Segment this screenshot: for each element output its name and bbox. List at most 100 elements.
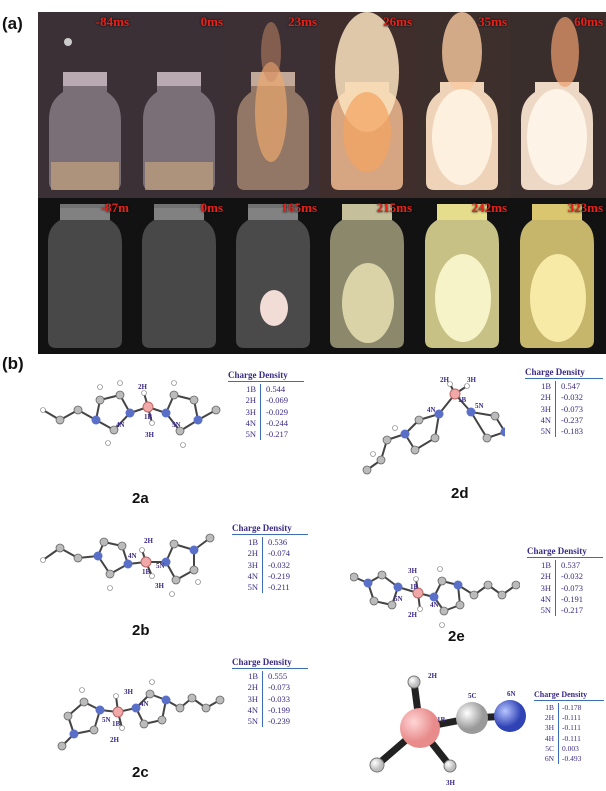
timestamp: 35ms — [478, 14, 507, 29]
atom-label: 3H — [145, 431, 155, 439]
frame-top-2: 0ms — [132, 12, 226, 198]
atom-label: 5N — [102, 716, 111, 724]
molecule-2d-model: 2H 3H 4N 1B 5N — [362, 376, 505, 475]
atom-label: 2H — [408, 611, 418, 619]
frame-bottom-1: -87m — [38, 198, 132, 354]
table-header: Charge Density — [232, 523, 292, 533]
table-row: 4N-0.191 — [540, 593, 583, 604]
table-row: 4N-0.219 — [247, 570, 290, 581]
atom-label: 2H — [110, 736, 120, 744]
frame-top-4: 26ms — [320, 12, 415, 198]
atom-label: 1B — [458, 396, 467, 404]
table-row: 5N-0.239 — [247, 716, 290, 727]
atom-label: 2H — [440, 376, 450, 384]
timestamp: -87m — [100, 200, 129, 215]
table-header: Charge Density — [228, 370, 288, 380]
frame-bottom-6: 323ms — [510, 198, 606, 354]
charge-density-table-bh3cn: Charge Density 1B-0.178 2H-0.111 3H-0.11… — [534, 690, 604, 765]
frame-bottom-3: 165ms — [226, 198, 320, 354]
atom-label: 3H — [124, 688, 134, 696]
atom-label: 5N — [475, 402, 484, 410]
atom-label: 3H — [408, 567, 418, 575]
atom-label: 4N — [116, 421, 125, 429]
table-row: 5N-0.183 — [540, 426, 583, 437]
atom-label: 2H — [138, 383, 148, 391]
timestamp: 242ms — [471, 200, 507, 215]
frame-bottom-5: 242ms — [415, 198, 510, 354]
table-row: 3H-0.033 — [247, 693, 290, 704]
atom-label: 5N — [394, 595, 403, 603]
table-row: 1B-0.178 — [545, 703, 582, 712]
atom-label: 3H — [467, 376, 477, 384]
timestamp: -84ms — [95, 14, 129, 29]
frame-top-6: 60ms — [510, 12, 606, 198]
molecule-2e-model: 3H 5N 1B 4N 2H — [350, 566, 520, 628]
table-row: 5N-0.217 — [245, 429, 288, 440]
atom-label: 1B — [410, 583, 419, 591]
atom-label: 5C — [468, 692, 477, 700]
atom-label: 1B — [144, 413, 153, 421]
molecule-label-2b: 2b — [132, 622, 150, 639]
atom-label: 5N — [156, 562, 165, 570]
table-header: Charge Density — [534, 690, 588, 699]
molecule-label-2a: 2a — [132, 490, 149, 507]
table-row: 2H-0.074 — [247, 548, 290, 559]
molecule-2c-model: 3H 5N 1B 4N 2H — [57, 679, 225, 751]
molecule-label-2d: 2d — [451, 485, 469, 502]
frame-top-3: 23ms — [226, 12, 320, 198]
atom-label: 5N — [172, 421, 181, 429]
atom-label: 1B — [437, 716, 446, 724]
table-row: 5N-0.211 — [247, 582, 290, 593]
frame-top-1: -84ms — [38, 12, 132, 198]
table-row: 3H-0.029 — [245, 406, 288, 417]
frame-bottom-2: 0ms — [132, 198, 226, 354]
atom-label: 4N — [128, 552, 137, 560]
atom-label: 4N — [140, 700, 149, 708]
molecule-label-2e: 2e — [448, 628, 465, 645]
table-row: 5N-0.217 — [540, 605, 583, 616]
timestamp: 215ms — [376, 200, 412, 215]
atom-label: 3H — [155, 582, 165, 590]
ignition-photo-strip: -84ms 0ms 23ms 26ms 35ms 60ms -87m 0ms 1… — [38, 12, 606, 354]
atom-label: 2H — [428, 672, 438, 680]
frame-bottom-4: 215ms — [320, 198, 415, 354]
molecule-label-2c: 2c — [132, 764, 149, 781]
table-row: 2H-0.073 — [247, 682, 290, 693]
atom-label: 3H — [446, 779, 456, 787]
panel-label-a: (a) — [2, 14, 23, 33]
timestamp: 23ms — [288, 14, 317, 29]
molecule-bh3cn-model: 2H 1B 5C 6N 3H — [369, 672, 526, 787]
atom-label: 1B — [112, 720, 121, 728]
table-row: 2H-0.111 — [544, 713, 581, 723]
table-row: 3H-0.111 — [544, 723, 581, 733]
table-row: 4N-0.244 — [245, 417, 288, 428]
panel-label-b: (b) — [2, 354, 24, 373]
timestamp: 26ms — [383, 14, 412, 29]
timestamp: 0ms — [200, 14, 223, 29]
table-row: 6N-0.493 — [544, 754, 582, 764]
timestamp: 60ms — [574, 14, 603, 29]
frame-top-5: 35ms — [415, 12, 510, 198]
timestamp: 323ms — [567, 200, 603, 215]
timestamp: 0ms — [200, 200, 223, 215]
table-row: 3H-0.032 — [247, 559, 290, 570]
table-row: 4H-0.111 — [544, 733, 581, 743]
timestamp: 165ms — [281, 200, 317, 215]
table-row: 3H-0.073 — [540, 582, 583, 593]
molecule-2b-model: 2H 4N 1B 5N 3H — [40, 533, 215, 597]
atom-label: 1B — [142, 568, 151, 576]
table-row: 2H-0.032 — [540, 392, 583, 403]
table-row: 4N-0.199 — [247, 704, 290, 715]
atom-label: 2H — [144, 537, 154, 545]
